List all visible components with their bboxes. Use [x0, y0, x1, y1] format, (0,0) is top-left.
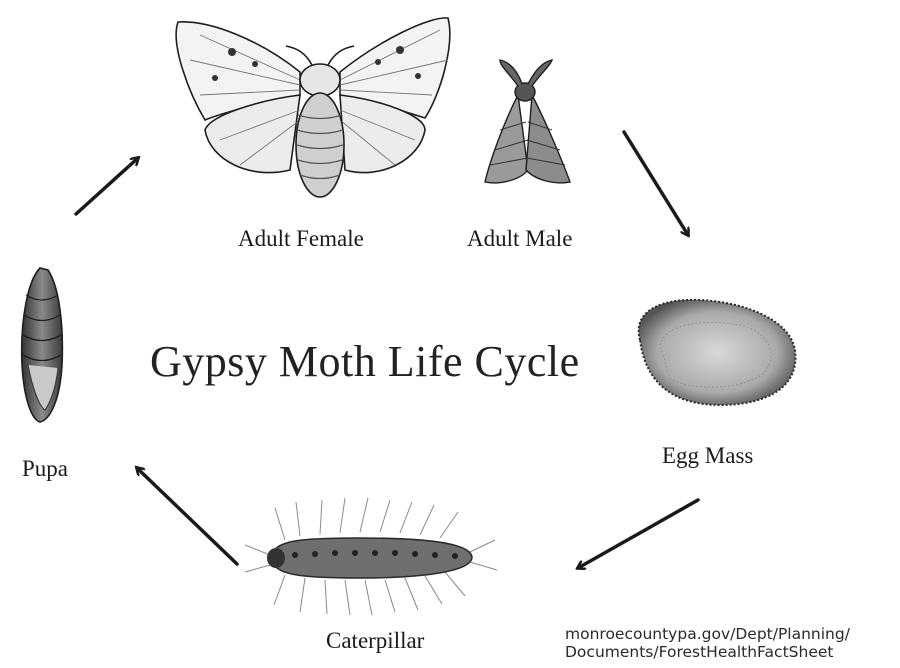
arrow-pupa-to-female — [76, 158, 138, 214]
arrow-male-to-egg — [624, 132, 688, 235]
caterpillar-icon — [245, 498, 497, 615]
egg-mass-icon — [639, 300, 796, 405]
pupa-icon — [22, 268, 63, 422]
label-adult-female: Adult Female — [238, 226, 364, 252]
label-egg-mass: Egg Mass — [662, 443, 753, 469]
arrow-egg-to-caterpillar — [578, 500, 698, 568]
source-line-1: monroecountypa.gov/Dept/Planning/ — [565, 625, 850, 643]
label-pupa: Pupa — [22, 456, 68, 482]
arrow-caterpillar-to-pupa — [137, 468, 237, 564]
adult-female-moth-icon — [176, 18, 450, 197]
label-caterpillar: Caterpillar — [326, 628, 424, 654]
adult-male-moth-icon — [485, 60, 570, 183]
source-line-2: Documents/ForestHealthFactSheet — [565, 643, 850, 661]
diagram-title: Gypsy Moth Life Cycle — [150, 336, 580, 387]
source-credit: monroecountypa.gov/Dept/Planning/ Docume… — [565, 625, 850, 661]
label-adult-male: Adult Male — [467, 226, 572, 252]
